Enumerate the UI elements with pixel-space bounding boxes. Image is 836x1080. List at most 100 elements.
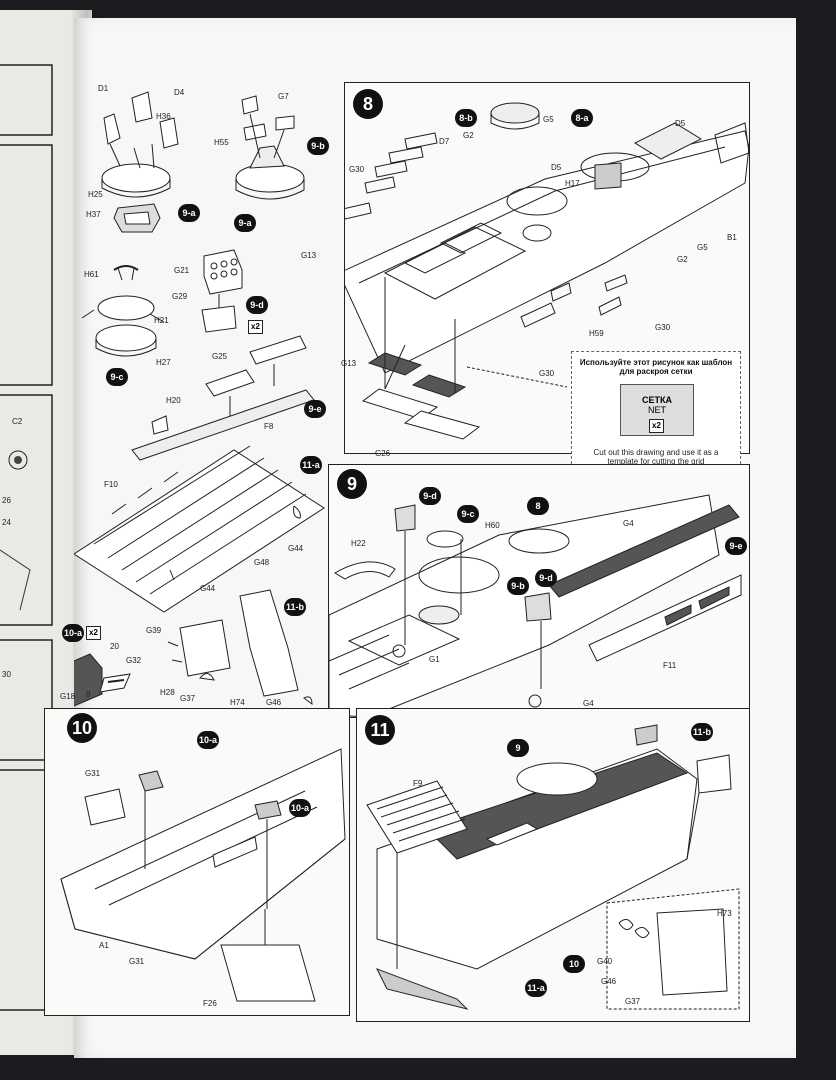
subassembly-drawing: [74, 91, 325, 707]
previous-page-label: 24: [2, 518, 11, 527]
part-label: G39: [146, 626, 162, 635]
step-10-number: 10: [67, 713, 97, 743]
previous-page-drawing: [0, 64, 53, 1011]
part-label: F26: [203, 999, 217, 1008]
callout-badge: 9-d: [419, 487, 441, 505]
part-label: B1: [727, 233, 737, 242]
callout-badge: 11-b: [284, 598, 307, 616]
part-label: G21: [174, 266, 190, 275]
subassembly-area: 9-b 9-a 9-a 9-d 9-c 9-e 11-a 11-b 10-a x…: [60, 18, 336, 708]
part-label: G31: [129, 957, 145, 966]
part-label: G13: [301, 251, 317, 260]
callout-badge: 9-d: [246, 296, 268, 314]
callout-badge: 9-a: [178, 204, 200, 222]
part-label: G30: [349, 165, 365, 174]
part-label: H28: [160, 688, 175, 697]
part-label: H20: [166, 396, 181, 405]
part-label: G30: [655, 323, 671, 332]
part-label: H59: [589, 329, 604, 338]
callout-badge: 10-a: [289, 799, 312, 817]
step-8-drawing: [345, 102, 749, 440]
part-label: G30: [539, 369, 555, 378]
part-label: G5: [697, 243, 708, 252]
part-label: G37: [625, 997, 641, 1006]
part-label: A1: [99, 941, 109, 950]
grid-template-box: СЕТКА NET x2: [620, 384, 694, 436]
part-label: G29: [172, 292, 188, 301]
part-label: G26: [375, 449, 391, 458]
step-11-number: 11: [365, 715, 395, 745]
part-label: H37: [86, 210, 101, 219]
part-label: G46: [601, 977, 617, 986]
callout-badge: 9: [507, 739, 529, 757]
part-label: G32: [126, 656, 142, 665]
part-label: F8: [264, 422, 274, 431]
part-label: G4: [623, 519, 634, 528]
part-label: D7: [439, 137, 450, 146]
quantity-x2: x2: [86, 626, 101, 640]
step-8-panel: 8: [301, 82, 750, 479]
callout-badge: 9-b: [307, 137, 329, 155]
previous-page-label: 26: [2, 496, 11, 505]
part-label: G48: [254, 558, 270, 567]
callout-badge: 11-a: [525, 979, 547, 997]
quantity-x2: x2: [248, 320, 263, 334]
callout-badge: 9-a: [234, 214, 256, 232]
callout-badge: 8-a: [571, 109, 593, 127]
part-label: F10: [104, 480, 118, 489]
grid-label-ru: СЕТКА: [642, 395, 672, 405]
callout-badge: 9-c: [457, 505, 479, 523]
part-label: G1: [429, 655, 440, 664]
step-11-drawing: [366, 724, 740, 1010]
step-8-number: 8: [353, 89, 383, 119]
part-label: F9: [413, 779, 423, 788]
part-label: H36: [156, 112, 171, 121]
previous-page-label: C2: [12, 417, 23, 426]
part-label: H25: [88, 190, 103, 199]
grid-template-title: Используйте этот рисунок как шаблон для …: [579, 358, 733, 376]
callout-badge: 8: [527, 497, 549, 515]
step-9-drawing: [329, 494, 742, 717]
part-label: G37: [180, 694, 196, 703]
part-label: G44: [288, 544, 304, 553]
part-label: G2: [463, 131, 474, 140]
part-label: D1: [98, 84, 109, 93]
callout-badge: 10: [563, 955, 585, 973]
part-label: G40: [597, 957, 613, 966]
step-9-panel: 9 9-d 9-c 8 9-e: [328, 464, 750, 720]
part-label: G44: [200, 584, 216, 593]
part-label: G5: [543, 115, 554, 124]
callout-badge: 9-d: [535, 569, 557, 587]
callout-badge: 8-b: [455, 109, 477, 127]
part-label: H60: [485, 521, 500, 530]
part-label: G2: [677, 255, 688, 264]
part-label: G46: [266, 698, 282, 707]
step-10-drawing: [60, 748, 346, 1002]
step-10-panel: 10 10-a 10-a G31 A1 G31 F26: [44, 708, 350, 1016]
callout-badge: 11-b: [691, 723, 714, 741]
part-label: H17: [565, 179, 580, 188]
grid-template-caption: Cut out this drawing and use it as a tem…: [593, 448, 719, 466]
instruction-page: 9-b 9-a 9-a 9-d 9-c 9-e 11-a 11-b 10-a x…: [44, 18, 796, 1058]
part-label: F11: [663, 661, 677, 670]
part-label: H21: [154, 316, 169, 325]
part-label: H27: [156, 358, 171, 367]
part-label: H22: [351, 539, 366, 548]
callout-badge: 9-b: [507, 577, 529, 595]
part-label: G7: [278, 92, 289, 101]
part-label: H55: [214, 138, 229, 147]
part-label: G13: [341, 359, 357, 368]
part-label: G31: [85, 769, 101, 778]
part-label: D5: [551, 163, 562, 172]
step-9-number: 9: [337, 469, 367, 499]
grid-template-note: Используйте этот рисунок как шаблон для …: [571, 351, 741, 479]
callout-badge: 9-c: [106, 368, 128, 386]
previous-page-label: 30: [2, 670, 11, 679]
callout-badge: 9-e: [304, 400, 326, 418]
callout-badge: 9-e: [725, 537, 747, 555]
part-label: G4: [583, 699, 594, 708]
part-label: G18: [60, 692, 76, 701]
part-label: H74: [230, 698, 245, 707]
callout-badge: 10-a: [197, 731, 220, 749]
step-11-panel: 11 9 11-b 10 11-a F9 H73: [356, 708, 750, 1022]
